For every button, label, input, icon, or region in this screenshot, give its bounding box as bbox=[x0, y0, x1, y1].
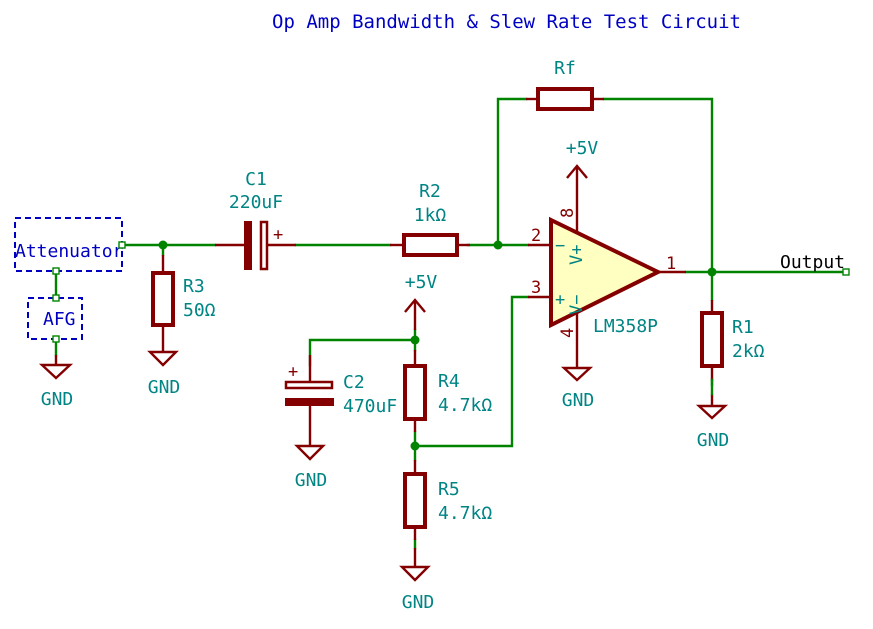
c2-plate-neg bbox=[285, 398, 334, 406]
output-net-label: Output bbox=[780, 252, 845, 273]
ground-opamp: GND bbox=[560, 366, 595, 411]
vminus-pin-label: V− bbox=[567, 295, 587, 315]
gnd-label: GND bbox=[148, 377, 181, 398]
power-vcc-opamp: +5V bbox=[566, 138, 599, 179]
c2-ref: C2 bbox=[343, 372, 365, 393]
attenuator-port-out[interactable] bbox=[118, 241, 126, 249]
resistor-r5[interactable]: R5 4.7kΩ bbox=[403, 460, 492, 567]
r1-ref: R1 bbox=[732, 317, 754, 338]
c2-value: 470uF bbox=[343, 396, 397, 417]
ground-icon bbox=[560, 366, 594, 382]
junction-dot bbox=[410, 335, 420, 345]
ground-afg: GND bbox=[38, 355, 74, 410]
ground-icon bbox=[38, 363, 74, 380]
junction-dot bbox=[158, 240, 168, 250]
attenuator-block[interactable]: Attenuator bbox=[14, 217, 126, 275]
c1-polarity-mark: + bbox=[273, 225, 283, 245]
r1-value: 2kΩ bbox=[732, 341, 765, 362]
wire-feedback-right bbox=[602, 97, 714, 274]
resistor-r2[interactable]: R2 1kΩ bbox=[390, 181, 470, 257]
afg-block[interactable]: AFG bbox=[27, 294, 83, 343]
ground-icon bbox=[147, 350, 179, 367]
vcc-label: +5V bbox=[566, 138, 599, 159]
pin-number-vminus: 4 bbox=[558, 328, 578, 338]
ground-r1: GND bbox=[695, 404, 730, 451]
vcc-arrow-icon bbox=[566, 164, 588, 179]
r5-body bbox=[403, 472, 427, 529]
afg-port-gnd[interactable] bbox=[52, 335, 60, 343]
gnd-label: GND bbox=[562, 390, 595, 411]
resistor-r1[interactable]: R1 2kΩ bbox=[700, 300, 765, 406]
rf-ref: Rf bbox=[554, 58, 576, 79]
c2-polarity-mark: + bbox=[288, 362, 298, 382]
capacitor-c2[interactable]: + C2 470uF bbox=[284, 355, 397, 446]
attenuator-port-in[interactable] bbox=[52, 267, 60, 275]
r4-body bbox=[403, 364, 427, 421]
pin-number-vplus: 8 bbox=[558, 208, 578, 218]
r5-ref: R5 bbox=[438, 479, 460, 500]
inv-input-sign: − bbox=[555, 236, 565, 256]
c1-plate-pos bbox=[259, 220, 269, 271]
r2-ref: R2 bbox=[419, 181, 441, 202]
attenuator-label: Attenuator bbox=[15, 241, 124, 262]
ground-icon bbox=[695, 404, 729, 420]
c1-value: 220uF bbox=[229, 192, 283, 213]
rf-body bbox=[536, 87, 594, 111]
wire-c2-vcc bbox=[308, 338, 417, 367]
c1-ref: C1 bbox=[245, 169, 267, 190]
vplus-pin-label: V+ bbox=[567, 245, 587, 265]
noninv-input-sign: + bbox=[555, 290, 565, 310]
pin-number-out: 1 bbox=[666, 254, 676, 274]
pin-number-noninv: 3 bbox=[531, 278, 541, 298]
r1-body bbox=[700, 311, 724, 368]
resistor-r3[interactable]: R3 50Ω bbox=[151, 255, 216, 352]
r4-ref: R4 bbox=[438, 371, 460, 392]
junction-dot bbox=[493, 240, 503, 250]
opamp-u1[interactable]: 2 3 1 8 4 − + V+ V− LM358P bbox=[528, 166, 686, 368]
ground-r3: GND bbox=[147, 350, 181, 398]
resistor-rf[interactable]: Rf bbox=[526, 58, 604, 111]
resistor-r4[interactable]: R4 4.7kΩ bbox=[403, 350, 492, 432]
output-port[interactable] bbox=[842, 268, 850, 276]
junction-dot bbox=[707, 267, 717, 277]
r3-body bbox=[151, 271, 175, 327]
vcc-label: +5V bbox=[405, 272, 438, 293]
opamp-value: LM358P bbox=[593, 316, 658, 337]
schematic-title: Op Amp Bandwidth & Slew Rate Test Circui… bbox=[272, 11, 741, 33]
afg-label: AFG bbox=[43, 309, 76, 330]
junction-dot bbox=[410, 441, 420, 451]
ground-icon bbox=[399, 565, 431, 582]
c1-plate-neg bbox=[244, 221, 252, 270]
r4-value: 4.7kΩ bbox=[438, 395, 492, 416]
junctions bbox=[158, 240, 717, 451]
gnd-label: GND bbox=[697, 430, 730, 451]
ground-r5: GND bbox=[399, 565, 435, 613]
r5-value: 4.7kΩ bbox=[438, 503, 492, 524]
r3-value: 50Ω bbox=[183, 300, 216, 321]
afg-port-out[interactable] bbox=[52, 294, 60, 302]
capacitor-c1[interactable]: + C1 220uF bbox=[215, 169, 296, 271]
r3-ref: R3 bbox=[183, 276, 205, 297]
gnd-label: GND bbox=[402, 592, 435, 613]
r2-body bbox=[402, 233, 459, 257]
power-vcc-divider: +5V bbox=[404, 272, 438, 330]
ground-icon bbox=[294, 444, 326, 461]
r2-value: 1kΩ bbox=[414, 205, 447, 226]
wire-feedback-left bbox=[496, 97, 528, 247]
gnd-label: GND bbox=[41, 389, 74, 410]
ground-c2: GND bbox=[294, 444, 328, 491]
wire-noninv bbox=[413, 295, 530, 448]
c2-plate-pos bbox=[284, 380, 334, 390]
output-net[interactable]: Output bbox=[780, 252, 850, 276]
opamp-body bbox=[549, 216, 663, 329]
gnd-label: GND bbox=[295, 470, 328, 491]
pin-number-inv: 2 bbox=[531, 226, 541, 246]
